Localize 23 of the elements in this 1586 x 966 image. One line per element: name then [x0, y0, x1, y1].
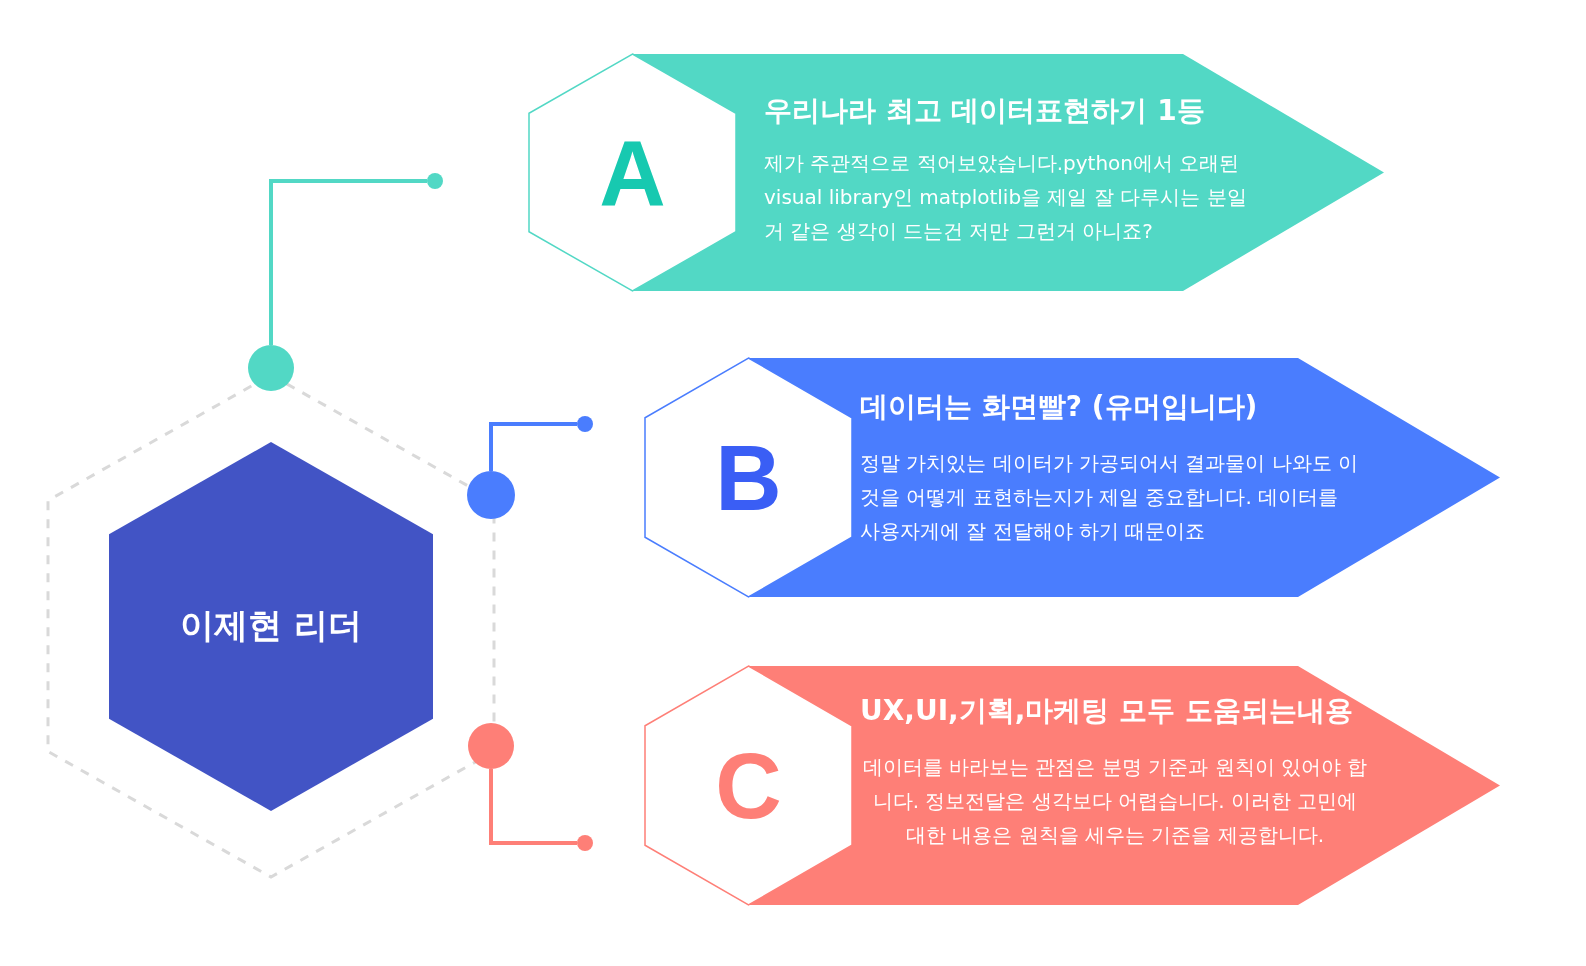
description-text: 정말 가치있는 데이터가 가공되어서 결과물이 나와도 이것을 어떻게 표현하는지가 제일 중요합니다. 데이터를 사용자게에 잘 전달해야 하기 때문이죠 [860, 450, 1360, 545]
hexagon [645, 666, 852, 905]
heading: 우리나라 최고 데이터표현하기 1등 [764, 93, 1205, 129]
description-text: 제가 주관적으로 적어보았습니다.python에서 오래된 visual library인 matplotlib을 제일 잘 다루시는 분일거 같은 생각이 드는건 저만 그런거 아니죠? [764, 150, 1248, 245]
letter: B [714, 431, 783, 524]
circle-marker [468, 723, 514, 769]
circle-marker [467, 471, 515, 519]
heading: 데이터는 화면빨? (유머입니다) [860, 389, 1258, 425]
connector-line [269, 179, 427, 345]
hexagon [529, 54, 736, 291]
hexagon [645, 358, 852, 597]
connector-line [489, 769, 577, 845]
hexagon [109, 441, 433, 811]
dot-marker [577, 416, 593, 432]
leader-name: 이제현 리더 [179, 604, 363, 647]
connector-line [489, 422, 577, 471]
letter: C [714, 739, 783, 832]
dot-marker [577, 835, 593, 851]
dot-marker [427, 173, 443, 189]
heading: UX,UI,기획,마케팅 모두 도움되는내용 [860, 693, 1353, 729]
description-text: 데이터를 바라보는 관점은 분명 기준과 원칙이 있어야 합니다. 정보전달은 생각보다 어렵습니다. 이러한 고민에 대한 내용은 원칙을 세우는 기준을 제공합니다. [861, 754, 1369, 849]
circle-marker [248, 345, 294, 391]
letter: A [598, 126, 667, 219]
